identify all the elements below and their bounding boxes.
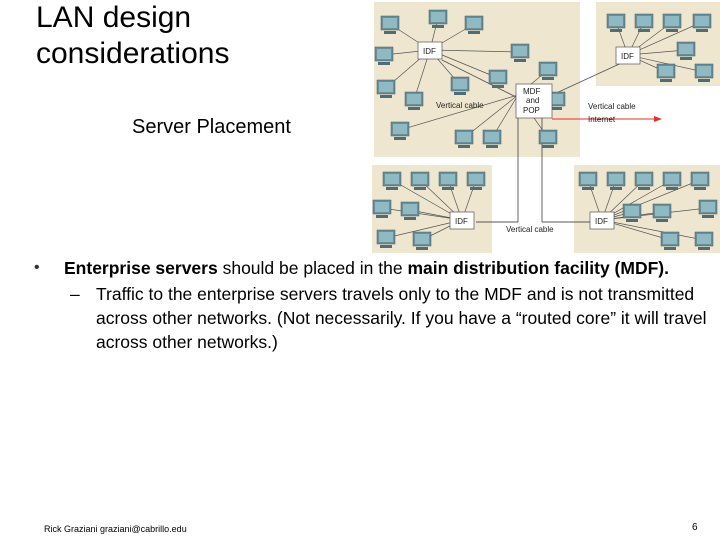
idf-label-top-left: IDF — [423, 47, 436, 56]
computer-icon — [538, 129, 558, 148]
computer-icon — [376, 79, 396, 98]
page-number: 6 — [692, 522, 698, 533]
computer-icon — [450, 76, 470, 95]
computer-icon — [606, 171, 626, 190]
computer-icon — [694, 231, 714, 250]
mdf-box — [515, 83, 553, 119]
idf-box-top-right — [615, 46, 641, 65]
idf-box-bottom-left — [449, 211, 475, 230]
computer-icon — [656, 63, 676, 82]
slide-subtitle: Server Placement — [132, 116, 291, 138]
vertical-cable-label-left: Vertical cable — [436, 101, 484, 110]
computer-icon — [466, 171, 486, 190]
computer-icons — [372, 9, 718, 250]
computer-icon — [482, 129, 502, 148]
computer-icon — [438, 171, 458, 190]
bullet-dot-icon: • — [34, 259, 40, 276]
computer-icon — [488, 69, 508, 88]
bullet-text: should be placed in the — [217, 258, 408, 278]
computer-icon — [652, 203, 672, 222]
computer-icon — [382, 171, 402, 190]
idf-label-top-right: IDF — [621, 52, 634, 61]
computer-icon — [578, 171, 598, 190]
bullet-bold-2: main distribution facility (MDF). — [407, 258, 669, 278]
lan-topology-diagram: IDF IDF IDF IDF MDF and POP Vertical cab… — [372, 2, 720, 253]
computer-icon — [622, 203, 642, 222]
idf-label-bottom-left: IDF — [455, 217, 468, 226]
mdf-label-line1: MDF — [523, 87, 540, 96]
computer-icon — [538, 61, 558, 80]
internet-arrowhead — [654, 116, 662, 122]
computer-icon — [374, 46, 394, 65]
computer-icon — [390, 121, 410, 140]
computer-icon — [376, 229, 396, 248]
sub-bullet-text: Traffic to the enterprise servers travel… — [96, 284, 707, 352]
computer-icon — [510, 43, 530, 62]
computer-icon — [606, 13, 626, 32]
computer-icon — [698, 199, 718, 218]
computer-icon — [380, 15, 400, 34]
computer-icon — [662, 13, 682, 32]
slide-title: LAN design considerations — [36, 1, 230, 70]
computer-icon — [660, 231, 680, 250]
computer-icon — [404, 91, 424, 110]
computer-icon — [634, 13, 654, 32]
idf-box-top-left — [417, 41, 443, 60]
computer-icon — [464, 15, 484, 34]
sub-bullet-item: – Traffic to the enterprise servers trav… — [34, 282, 714, 354]
mdf-label-line3: POP — [523, 106, 540, 115]
internet-label: Internet — [588, 115, 616, 124]
computer-icon — [662, 171, 682, 190]
computer-icon — [428, 9, 448, 28]
computer-icon — [692, 13, 712, 32]
computer-icon — [454, 129, 474, 148]
bullet-list: • Enterprise servers should be placed in… — [34, 256, 714, 354]
idf-label-bottom-right: IDF — [595, 217, 608, 226]
vertical-cable-label-bottom: Vertical cable — [506, 225, 554, 234]
sub-bullet-dash: – — [70, 284, 80, 304]
idf-box-bottom-right — [589, 211, 615, 230]
bullet-bold-1: Enterprise servers — [64, 258, 218, 278]
bullet-item-enterprise-servers: • Enterprise servers should be placed in… — [34, 256, 714, 280]
computer-icon — [412, 231, 432, 250]
computer-icon — [372, 199, 392, 218]
mdf-label-line2: and — [526, 96, 539, 105]
computer-icon — [410, 171, 430, 190]
computer-icon — [676, 41, 696, 60]
computer-icon — [400, 201, 420, 220]
vertical-cable-label-right: Vertical cable — [588, 102, 636, 111]
computer-icon — [634, 171, 654, 190]
computer-icon — [690, 171, 710, 190]
computer-icon — [694, 63, 714, 82]
footer-author: Rick Graziani graziani@cabrillo.edu — [44, 524, 187, 534]
